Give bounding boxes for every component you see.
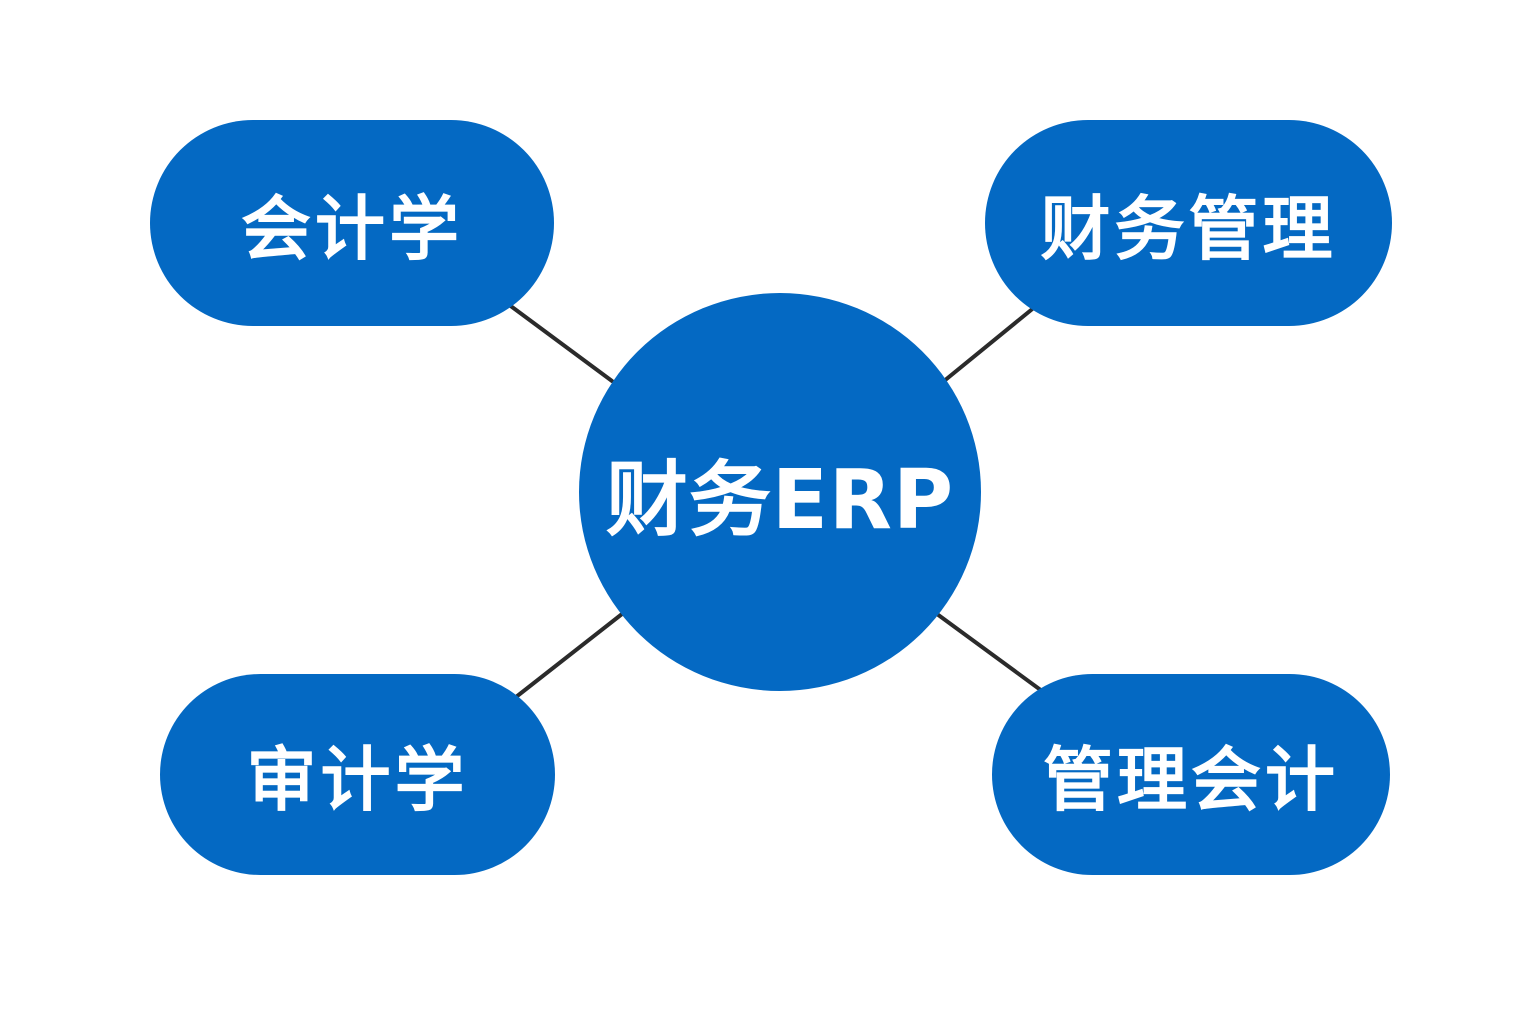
node-financial-management: 财务管理 xyxy=(985,120,1392,326)
center-node: 财务ERP xyxy=(579,293,981,691)
node-financial-management-label: 财务管理 xyxy=(1040,187,1337,270)
connector-center-to-management-accounting xyxy=(935,612,1044,693)
connector-center-to-auditing xyxy=(514,612,624,699)
node-management-accounting-label: 管理会计 xyxy=(1043,739,1339,821)
connector-center-to-financial-management xyxy=(942,304,1038,383)
node-accounting-label: 会计学 xyxy=(241,187,463,270)
node-accounting: 会计学 xyxy=(150,120,554,326)
node-auditing-label: 审计学 xyxy=(246,739,469,821)
node-management-accounting: 管理会计 xyxy=(992,674,1390,875)
node-auditing: 审计学 xyxy=(160,674,555,875)
center-node-label: 财务ERP xyxy=(605,452,955,548)
connector-center-to-accounting xyxy=(506,302,614,383)
